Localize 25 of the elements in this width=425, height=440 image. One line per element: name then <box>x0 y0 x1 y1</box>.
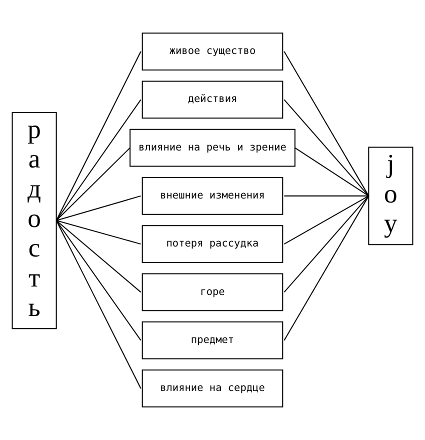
node-box: радость <box>12 112 57 330</box>
node-box: потеря рассудка <box>142 225 284 264</box>
node-box: горе <box>142 273 284 312</box>
connector <box>284 196 370 293</box>
connector <box>56 147 130 221</box>
connector <box>284 195 369 245</box>
connector <box>56 220 141 245</box>
node-box: предмет <box>142 321 284 360</box>
connector <box>284 51 370 196</box>
connector <box>56 220 142 293</box>
node-box: действия <box>142 80 284 119</box>
node-box: живое существо <box>142 32 284 70</box>
connector <box>284 196 370 341</box>
connector <box>56 51 142 221</box>
connector <box>56 220 142 341</box>
node-box: внешние изменения <box>142 176 284 215</box>
node-box: влияние на речь и зрение <box>130 128 296 167</box>
node-box: влияние на сердце <box>142 370 284 408</box>
connector <box>56 220 142 389</box>
connector <box>56 195 141 221</box>
connector <box>284 99 370 196</box>
node-box: joy <box>368 146 414 246</box>
connector <box>284 195 369 196</box>
connector <box>56 99 142 221</box>
connector <box>294 147 369 196</box>
